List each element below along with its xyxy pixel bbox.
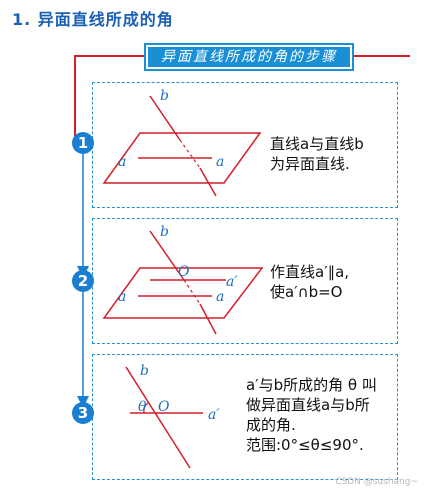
step-2-number: 2 [72,270,94,292]
label-a-prime: a′ [208,407,220,423]
description-line: 使a′∩b=O [270,283,343,301]
description-line: 范围:0°≤θ≤90°. [246,436,364,454]
label-theta: θ [138,399,147,415]
banner-left-line [74,55,146,57]
label-o: O [178,264,190,280]
label-b: b [160,224,169,240]
label-a: a [118,154,126,170]
line-b-lower-1 [199,167,217,197]
steps-banner: 异面直线所成的角的步骤 [146,45,352,69]
step-3-description: a′与b所成的角 θ 叫 做异面直线a与b所 成的角. 范围:0°≤θ≤90°. [246,375,377,455]
step-2-diagram: b O a′ a a [102,224,264,335]
description-line: a′与b所成的角 θ 叫 [246,376,377,394]
label-a: a [118,289,126,305]
plane-1 [102,132,262,184]
step-1-number: 1 [72,132,94,154]
line-b-hidden-2 [183,279,201,305]
plane-2 [102,267,264,319]
label-a-prime: a′ [226,274,238,290]
label-a: a [216,289,224,305]
line-b-3 [125,366,191,469]
line-b-upper-2 [149,230,185,281]
description-line: 作直线a′∥a, [270,263,350,281]
description-line: 为异面直线. [270,155,350,173]
step-3-diagram: b θ O a′ [125,363,220,469]
banner-right-line [350,55,410,57]
line-b-upper-1 [149,95,181,141]
label-b: b [140,363,149,379]
description-line: 直线a与直线b [270,135,364,153]
step-3-number: 3 [72,402,94,424]
section-heading: 1. 异面直线所成的角 [12,10,174,29]
step-1-diagram: b a a [102,88,262,197]
label-b: b [160,88,169,104]
description-line: 成的角. [246,416,296,434]
step-2-description: 作直线a′∥a, 使a′∩b=O [270,262,349,302]
description-line: 做异面直线a与b所 [246,396,370,414]
step-1-description: 直线a与直线b 为异面直线. [270,134,364,174]
watermark: CSDN @sushang~ [335,477,418,487]
label-o: O [158,399,170,415]
line-b-hidden-1 [179,139,201,169]
label-a: a [216,154,224,170]
theta-arc [143,402,149,414]
line-b-lower-2 [199,303,217,335]
